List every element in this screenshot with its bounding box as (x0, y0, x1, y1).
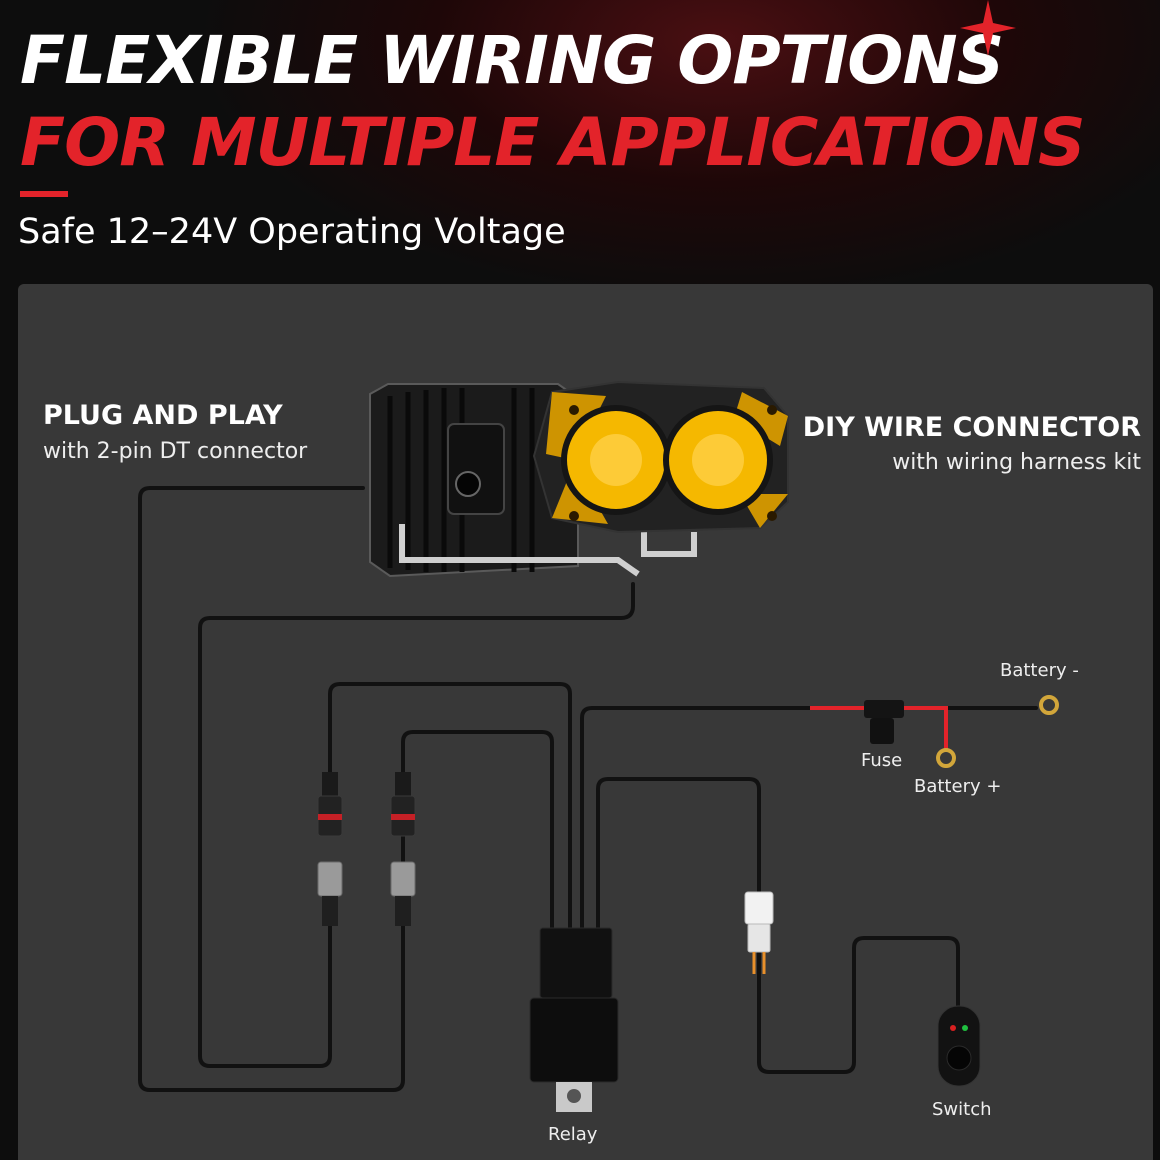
red-lead-battery-positive (902, 706, 948, 750)
relay-icon (529, 927, 619, 1112)
dt-connector-icon (317, 772, 343, 926)
plug-port (455, 471, 481, 497)
relay-label: Relay (548, 1124, 598, 1145)
title-accent-rule (20, 191, 68, 197)
red-leads (810, 706, 948, 750)
wire-relay-to-harness (596, 777, 761, 931)
wire-outer-loop (138, 486, 405, 1092)
diy-wire-connector-subtext: with wiring harness kit (892, 450, 1141, 475)
wire-light-to-connector (198, 582, 635, 1068)
diy-wire-connector-heading: DIY WIRE CONNECTOR (802, 412, 1141, 443)
ring-terminal-icon (936, 748, 956, 768)
battery-negative-label: Battery - (1000, 660, 1079, 681)
sparkle-icon (960, 0, 1016, 56)
plug-and-play-subtext: with 2-pin DT connector (43, 439, 308, 464)
voltage-subtitle: Safe 12–24V Operating Voltage (18, 212, 566, 252)
mount-bracket (399, 524, 640, 577)
dual-lens-led-pod-icon (369, 380, 789, 578)
title-line-1: FLEXIBLE WIRING OPTIONS (20, 22, 1004, 99)
rocker-switch-icon (937, 1005, 981, 1087)
wire-connector-b (401, 730, 554, 931)
fuse-label: Fuse (861, 750, 903, 771)
title-line-2: FOR MULTIPLE APPLICATIONS (20, 104, 1086, 181)
wiring-diagram (138, 380, 1059, 1112)
heat-sink-fins (387, 388, 535, 572)
wire-harness-to-switch (757, 936, 960, 1074)
wire-relay-to-fuse (580, 706, 812, 931)
hero-banner: FLEXIBLE WIRING OPTIONS FOR MULTIPLE APP… (0, 0, 1160, 290)
plug-and-play-heading: PLUG AND PLAY (43, 400, 283, 431)
inline-fuse-icon (864, 700, 904, 744)
ring-terminal-icon (1039, 695, 1059, 715)
harness-plug-icon (744, 891, 774, 974)
battery-positive-label: Battery + (914, 776, 1002, 797)
wire-connector-a (328, 682, 572, 931)
wiring-diagram-panel: PLUG AND PLAY with 2-pin DT connector DI… (18, 284, 1153, 1160)
dt-connector-icon (390, 772, 416, 926)
switch-label: Switch (932, 1099, 992, 1120)
